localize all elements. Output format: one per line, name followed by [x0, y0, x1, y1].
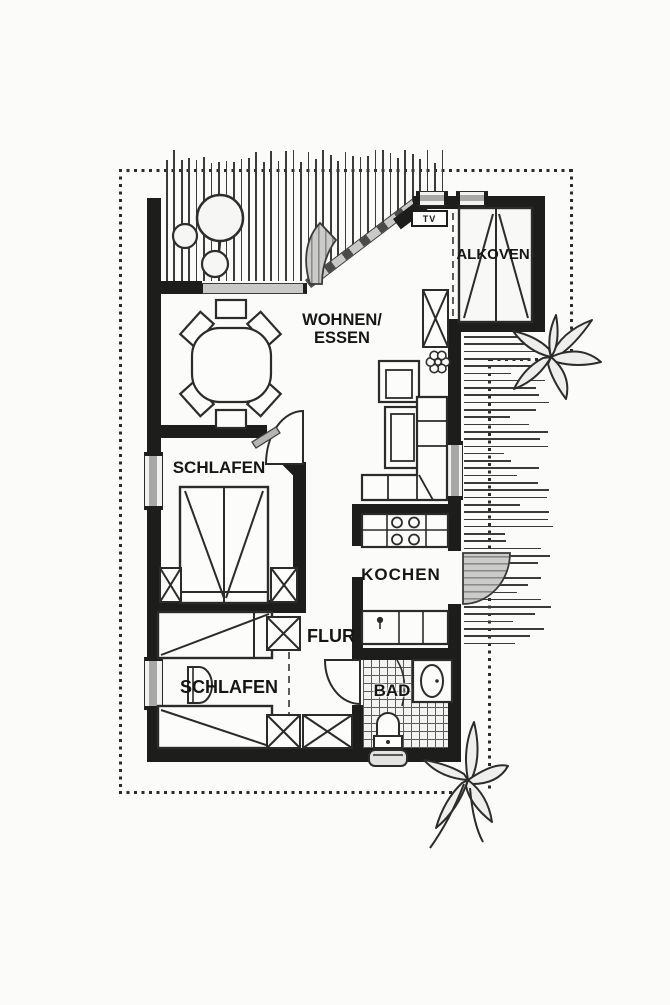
- lounger-icon: [383, 405, 422, 470]
- tree-icon: [171, 193, 245, 279]
- door-swing-icon: [251, 409, 304, 465]
- wardrobe-icon: [159, 289, 449, 749]
- room-label-schlafen-2: SCHLAFEN: [180, 677, 278, 697]
- wall-terrace-stub: [147, 281, 202, 294]
- alcove-bed-icon: [457, 206, 534, 324]
- wall-bath-left: [352, 705, 363, 762]
- wall-bath-top: [352, 648, 461, 660]
- potted-plant-icon: [425, 350, 451, 374]
- window-icon: [144, 452, 163, 510]
- washbasin-icon: [411, 658, 454, 704]
- boundary-dotted-bottom: [119, 791, 459, 794]
- boundary-dotted-right-upper: [570, 169, 573, 360]
- partition-dashed-lines: [288, 213, 454, 745]
- double-bed-icon: [178, 485, 270, 605]
- shrub-icon: [200, 249, 230, 279]
- flower-icon: [512, 314, 602, 400]
- tv-badge: TV: [411, 210, 448, 227]
- wall-kitchen-left-b: [352, 577, 363, 660]
- room-label-alkoven: ALKOVEN: [456, 246, 530, 263]
- tv-label: TV: [422, 213, 437, 224]
- corner-sofa-icon: [360, 395, 449, 502]
- wall-right-upper: [448, 319, 461, 445]
- window-icon: [416, 191, 448, 206]
- room-label-wohnen-line2: ESSEN: [314, 329, 370, 347]
- wall-right-lower: [448, 604, 461, 762]
- bedside-table-icon: [187, 666, 213, 704]
- window-icon: [456, 191, 488, 206]
- room-label-wohnen-line1: WOHNEN/: [302, 311, 382, 329]
- dining-table-icon: [178, 298, 283, 430]
- shrub-icon: [171, 222, 199, 250]
- balcony-door-swing-icon: [462, 552, 511, 605]
- terrace-door-swing-icon: [305, 221, 338, 285]
- window-icon: [144, 657, 163, 710]
- armchair-icon: [377, 359, 421, 404]
- shower-curtain-icon: [396, 659, 406, 707]
- boundary-dotted-step: [490, 358, 573, 361]
- wall-alcove-right: [531, 196, 545, 332]
- kitchen-sink-icon: [360, 609, 450, 646]
- room-label-kochen: KOCHEN: [361, 565, 441, 584]
- single-bed-icon: [156, 704, 274, 750]
- chair-icon: [214, 298, 248, 320]
- boundary-dotted-left: [119, 169, 122, 794]
- toilet-icon: [368, 712, 408, 767]
- room-label-schlafen-1: SCHLAFEN: [172, 458, 266, 477]
- chair-icon: [214, 408, 248, 430]
- wall-kitchen-left-a: [352, 504, 363, 546]
- flower-icon: [423, 721, 509, 849]
- room-label-bad: BAD: [373, 681, 411, 700]
- kitchen-counter-icon: [360, 512, 450, 549]
- stove-icon: [391, 516, 420, 546]
- room-label-flur: FLUR: [307, 626, 355, 646]
- single-bed-icon: [156, 610, 274, 660]
- door-swing-icon: [323, 659, 361, 706]
